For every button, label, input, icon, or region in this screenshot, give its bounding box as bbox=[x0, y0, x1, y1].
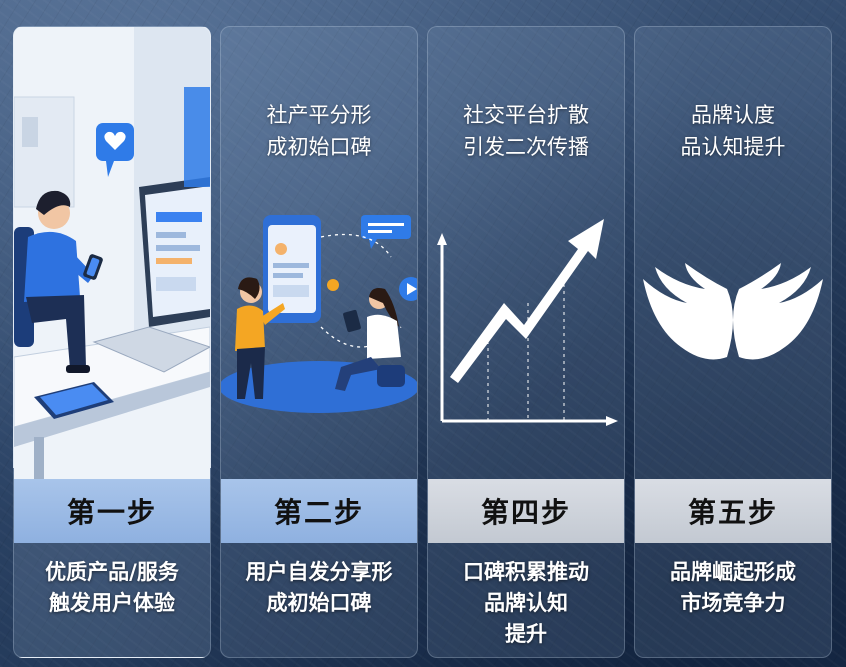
step-panel-2: 社产平分形 成初始口碑 第二步 用户自发分享形 bbox=[220, 26, 418, 658]
step-label: 第二步 bbox=[221, 479, 417, 543]
step-description: 口碑积累推动 品牌认知 提升 bbox=[463, 560, 589, 646]
step-label: 第一步 bbox=[14, 479, 210, 543]
panel-title: 品牌认度 品认知提升 bbox=[680, 103, 786, 159]
step-description: 品牌崛起形成 市场竞争力 bbox=[670, 560, 796, 615]
panel-title: 社交平台扩散 引发二次传播 bbox=[463, 103, 589, 159]
angel-wings-icon bbox=[643, 263, 823, 360]
step-description: 用户自发分享形 成初始口碑 bbox=[245, 560, 393, 615]
step-label: 第五步 bbox=[635, 479, 831, 543]
step-panel-1: 第一步 优质产品/服务 触发用户体验 bbox=[13, 26, 211, 658]
panel-title: 社产平分形 成初始口碑 bbox=[266, 103, 372, 159]
step-panel-4: 品牌认度 品认知提升 第五步 品牌崛起形成 市场竞争力 bbox=[634, 26, 832, 658]
sharing-people-illustration bbox=[221, 215, 417, 413]
step-description: 优质产品/服务 触发用户体验 bbox=[45, 560, 179, 615]
step-panel-3: 社交平台扩散 引发二次传播 第四步 口碑积累推动 品牌认知 提升 bbox=[427, 26, 625, 658]
step-label: 第四步 bbox=[428, 479, 624, 543]
rising-trend-icon bbox=[437, 219, 618, 426]
person-laptop-illustration bbox=[14, 27, 210, 479]
